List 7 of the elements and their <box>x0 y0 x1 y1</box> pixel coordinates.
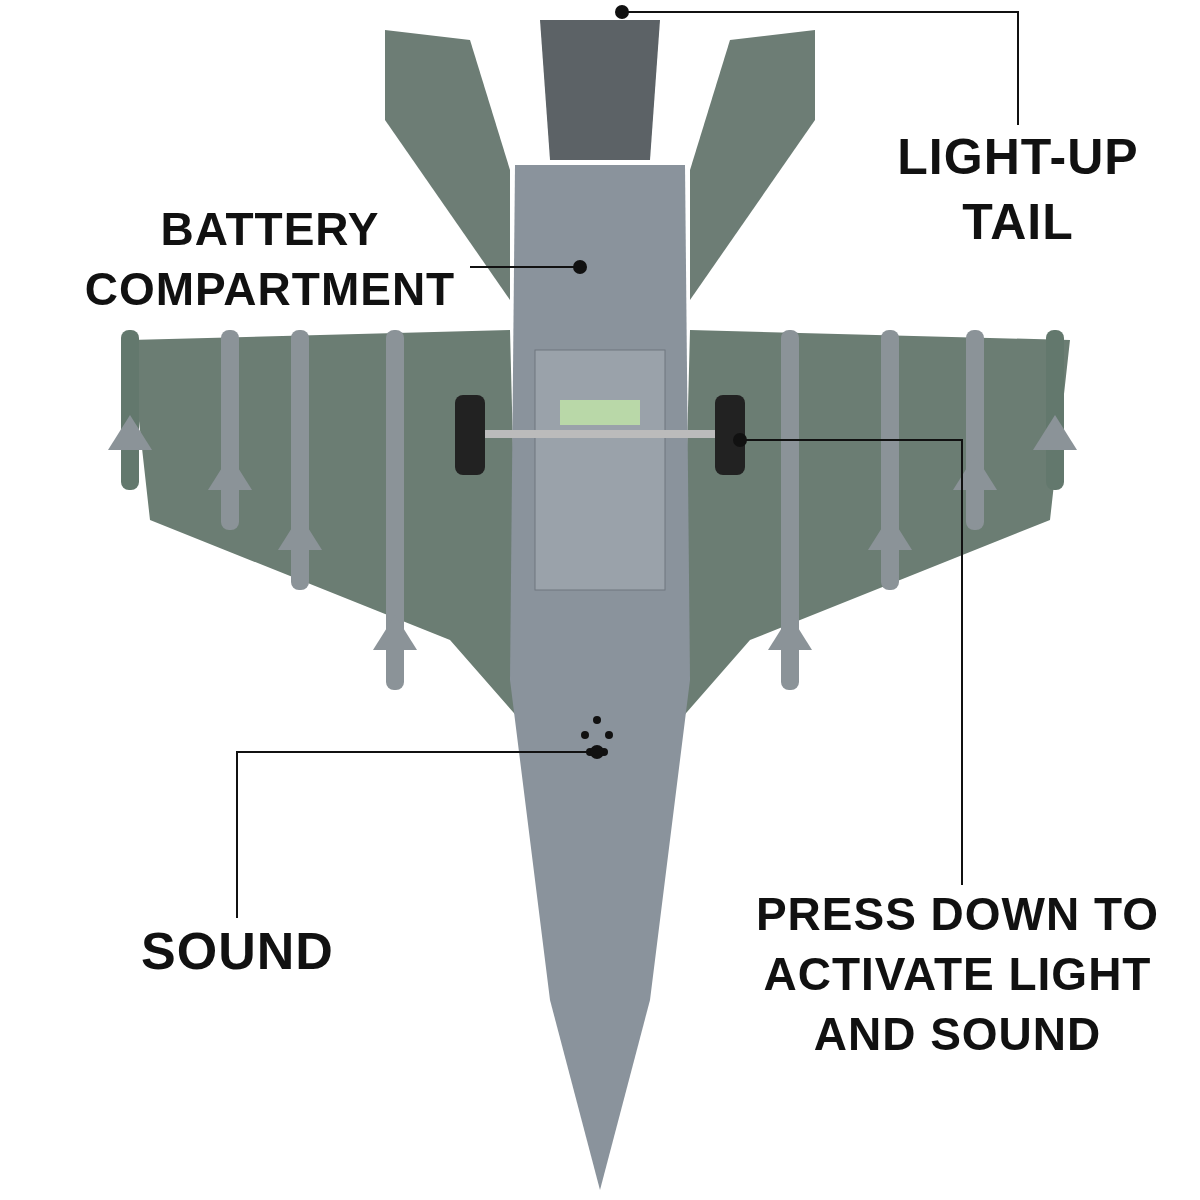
callout-label: PRESS DOWN TO ACTIVATE LIGHT AND SOUND <box>715 885 1200 1065</box>
leader-line <box>615 5 1019 126</box>
leader-line <box>733 433 963 886</box>
callout-label: SOUND <box>105 918 370 986</box>
callout-label: BATTERY COMPARTMENT <box>70 200 470 320</box>
callout-label: LIGHT-UP TAIL <box>868 125 1168 255</box>
leader-line <box>236 745 604 919</box>
